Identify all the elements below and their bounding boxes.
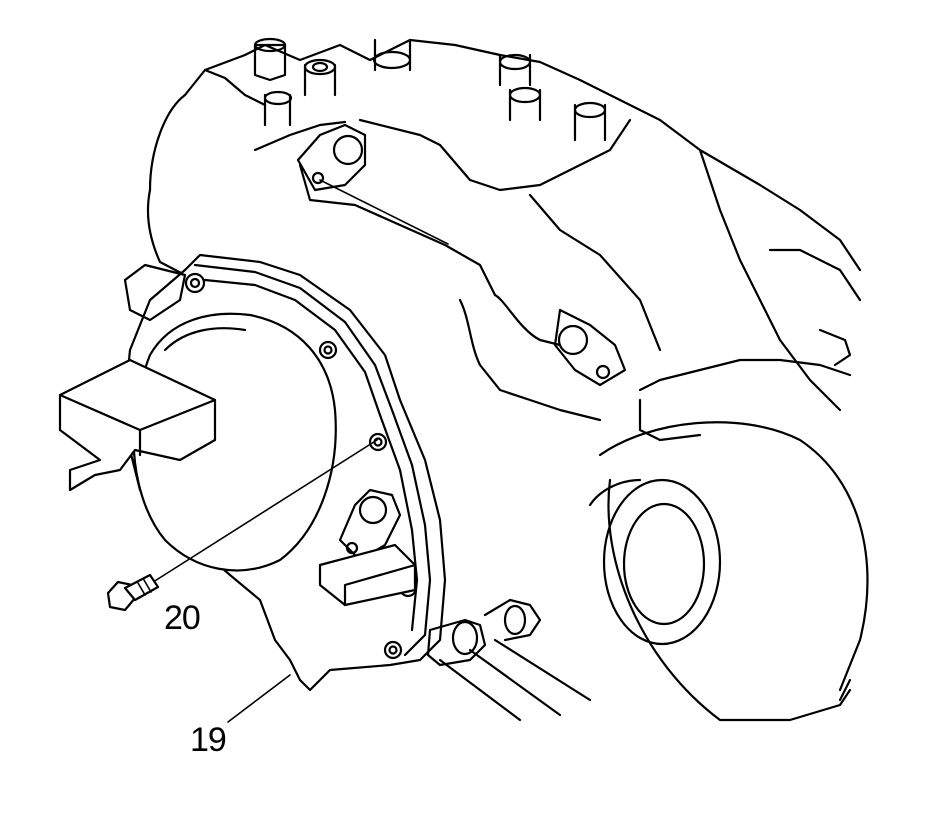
- callout-label-19: 19: [190, 721, 227, 759]
- callout-19-leader: [227, 674, 291, 723]
- top-bosses: [253, 37, 607, 142]
- converter-housing: [588, 421, 869, 722]
- transaxle-case: [146, 38, 862, 442]
- bolt-20: [106, 439, 378, 612]
- extension-housing-cover: [123, 253, 447, 692]
- callout-label-20: 20: [164, 599, 201, 637]
- mount-bracket: [58, 263, 217, 492]
- cooler-line: [426, 598, 592, 722]
- upper-dowel-boss: [296, 123, 449, 245]
